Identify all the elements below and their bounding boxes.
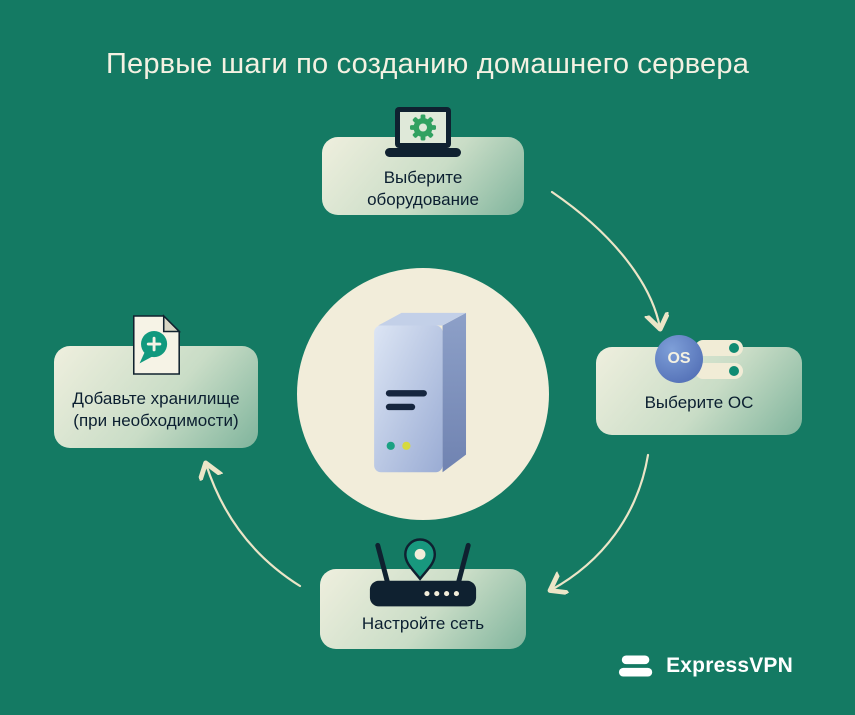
expressvpn-logomark-icon: [619, 655, 653, 677]
server-tower-icon: [374, 312, 467, 473]
router-location-pin-icon: [364, 525, 482, 618]
os-badge: OS: [655, 335, 703, 383]
step-card-os: OS Выберите ОС: [596, 335, 802, 435]
toggle-bottom: [695, 362, 743, 379]
toggle-top: [695, 339, 743, 356]
step-label-network: Настройте сеть: [361, 614, 485, 633]
toggle-switches-icon: [695, 339, 743, 379]
step-card-network: Настройте сеть: [320, 538, 526, 649]
laptop-gear-icon: [379, 107, 467, 170]
os-toggles-icon: OS: [655, 335, 743, 383]
brand-logo: ExpressVPN: [618, 653, 793, 679]
toggle-bottom-knob: [729, 365, 739, 376]
center-circle: [297, 268, 549, 520]
arrow-network-to-storage: [206, 464, 302, 588]
step-label-storage-line1: Добавьте хранилище: [72, 389, 240, 408]
file-add-bubble-icon: [127, 314, 185, 381]
step-label-hardware: Выберите оборудование: [322, 167, 524, 211]
arrow-os-to-network: [551, 453, 650, 590]
toggle-top-knob: [729, 342, 739, 353]
page-title: Первые шаги по созданию домашнего сервер…: [105, 48, 750, 80]
arrow-hardware-to-os: [550, 190, 660, 328]
step-label-storage: Добавьте хранилище (при необходимости): [54, 388, 258, 432]
step-label-os: Выберите ОС: [644, 393, 754, 412]
step-card-storage: Добавьте хранилище (при необходимости): [54, 314, 258, 448]
step-label-storage-line2: (при необходимости): [73, 411, 239, 431]
brand-name: ExpressVPN: [666, 654, 793, 677]
step-label-hardware-line2: оборудование: [367, 190, 479, 210]
step-card-hardware: Выберите оборудование: [322, 107, 524, 215]
step-label-hardware-line1: Выберите: [383, 168, 463, 187]
